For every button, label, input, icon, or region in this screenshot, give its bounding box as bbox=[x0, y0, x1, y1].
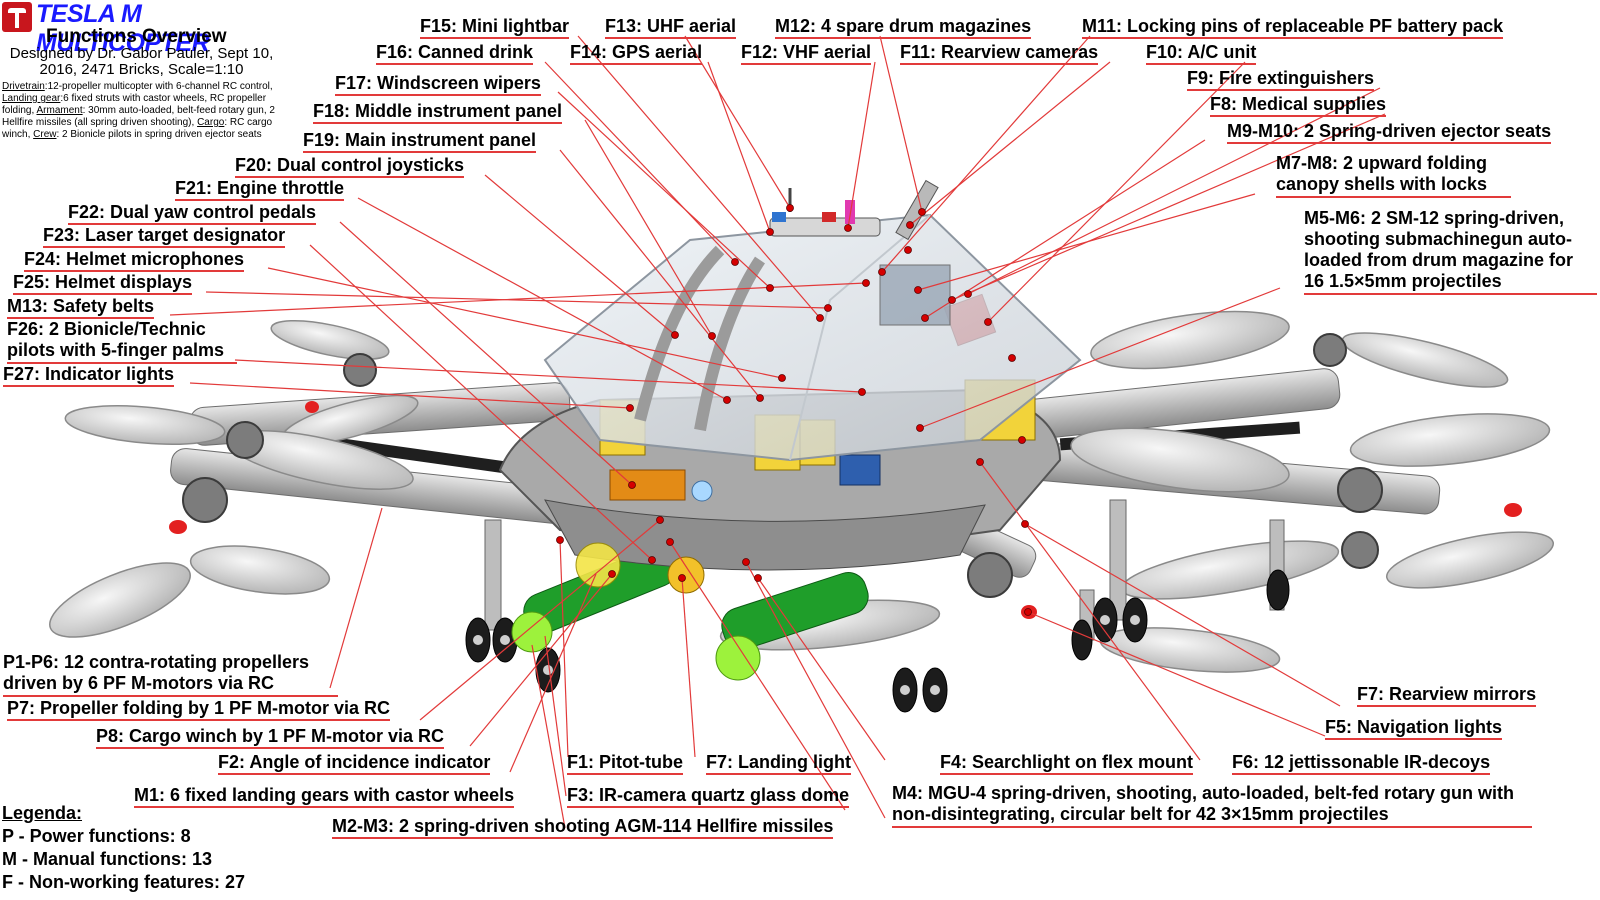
label-f8: F8: Medical supplies bbox=[1210, 94, 1387, 117]
landing-gear bbox=[465, 499, 1290, 713]
label-p8: P8: Cargo winch by 1 PF M-motor via RC bbox=[96, 726, 445, 749]
label-f21: F21: Engine throttle bbox=[175, 178, 345, 201]
diagram-title: TESLA M MULTICOPTER bbox=[36, 0, 210, 57]
label-f12: F12: VHF aerial bbox=[741, 42, 872, 65]
label-f16: F16: Canned drink bbox=[376, 42, 534, 65]
legend-nonworking: F - Non-working features: 27 bbox=[2, 872, 246, 892]
rotor-hubs bbox=[182, 333, 1383, 598]
label-f4: F4: Searchlight on flex mount bbox=[940, 752, 1194, 775]
label-f27: F27: Indicator lights bbox=[3, 364, 175, 387]
spec-drivetrain: :12-propeller multicopter with 6-channel… bbox=[44, 81, 273, 92]
spec-key-landing: Landing gear bbox=[2, 93, 61, 104]
specs-text: Drivetrain:12-propeller multicopter with… bbox=[2, 81, 292, 141]
spec-key-cargo: Cargo bbox=[197, 117, 225, 128]
label-m13: M13: Safety belts bbox=[7, 296, 155, 319]
label-f23: F23: Laser target designator bbox=[43, 225, 286, 248]
label-m11: M11: Locking pins of replaceable PF batt… bbox=[1082, 16, 1504, 39]
legend-power: P - Power functions: 8 bbox=[2, 826, 191, 846]
label-f18: F18: Middle instrument panel bbox=[313, 101, 563, 124]
hellfire-missiles bbox=[511, 546, 869, 681]
canopy-dome bbox=[543, 179, 1082, 462]
label-f5: F5: Navigation lights bbox=[1325, 717, 1503, 740]
label-f3: F3: IR-camera quartz glass dome bbox=[567, 785, 850, 808]
label-m7m8: M7-M8: 2 upward folding canopy shells wi… bbox=[1276, 153, 1511, 198]
spec-armament: : 30mm auto-loaded, belt-feed rotary gun… bbox=[2, 105, 275, 128]
label-f9: F9: Fire extinguishers bbox=[1187, 68, 1375, 91]
spec-key-armament: Armament bbox=[36, 105, 83, 116]
label-f10: F10: A/C unit bbox=[1146, 42, 1257, 65]
legend-manual: M - Manual functions: 13 bbox=[2, 849, 213, 869]
label-f25: F25: Helmet displays bbox=[13, 272, 193, 295]
label-m5m6: M5-M6: 2 SM-12 spring-driven, shooting s… bbox=[1304, 208, 1597, 295]
label-f24: F24: Helmet microphones bbox=[24, 249, 245, 272]
legend-title: Legenda: bbox=[2, 803, 83, 823]
label-m9m10: M9-M10: 2 Spring-driven ejector seats bbox=[1227, 121, 1552, 144]
label-p7: P7: Propeller folding by 1 PF M-motor vi… bbox=[7, 698, 391, 721]
diagram-subtitle: Functions Overview bbox=[46, 26, 227, 47]
label-m1: M1: 6 fixed landing gears with castor wh… bbox=[134, 785, 515, 808]
spec-key-crew: Crew bbox=[33, 129, 57, 140]
navigation-lights bbox=[169, 401, 1522, 619]
spec-crew: : 2 Bionicle pilots in spring driven eje… bbox=[56, 129, 262, 140]
label-f17: F17: Windscreen wipers bbox=[335, 73, 541, 96]
label-f22: F22: Dual yaw control pedals bbox=[68, 202, 317, 225]
spec-landing: :6 fixed struts with castor wheels, RC p… bbox=[2, 93, 267, 116]
label-f15: F15: Mini lightbar bbox=[420, 16, 570, 39]
callout-dots bbox=[556, 204, 1032, 616]
leader-lines bbox=[169, 35, 1386, 829]
spec-key-drivetrain: Drivetrain bbox=[2, 81, 45, 92]
spec-cargo: : RC cargo winch, bbox=[2, 117, 273, 140]
label-f11: F11: Rearview cameras bbox=[900, 42, 1099, 65]
label-f26: F26: 2 Bionicle/Technic pilots with 5-fi… bbox=[7, 319, 237, 364]
label-f7-landing: F7: Landing light bbox=[706, 752, 851, 775]
label-f7-mirrors: F7: Rearview mirrors bbox=[1357, 684, 1537, 707]
legend: Legenda: P - Power functions: 8 M - Manu… bbox=[2, 802, 245, 894]
label-f20: F20: Dual control joysticks bbox=[235, 155, 465, 178]
label-m2m3: M2-M3: 2 spring-driven shooting AGM-114 … bbox=[332, 816, 834, 839]
label-f6: F6: 12 jettissonable IR-decoys bbox=[1232, 752, 1491, 775]
label-f14: F14: GPS aerial bbox=[570, 42, 703, 65]
label-f1: F1: Pitot-tube bbox=[567, 752, 683, 775]
label-m12: M12: 4 spare drum magazines bbox=[775, 16, 1032, 39]
tesla-logo-icon bbox=[2, 2, 32, 32]
label-f2: F2: Angle of incidence indicator bbox=[218, 752, 491, 775]
label-m4: M4: MGU-4 spring-driven, shooting, auto-… bbox=[892, 783, 1532, 828]
label-f19: F19: Main instrument panel bbox=[303, 130, 537, 153]
credits-text: Designed by Dr. Gabor Pauler, Sept 10, 2… bbox=[9, 45, 274, 78]
label-f13: F13: UHF aerial bbox=[605, 16, 737, 39]
label-p1p6: P1-P6: 12 contra-rotating propellers dri… bbox=[3, 652, 338, 697]
